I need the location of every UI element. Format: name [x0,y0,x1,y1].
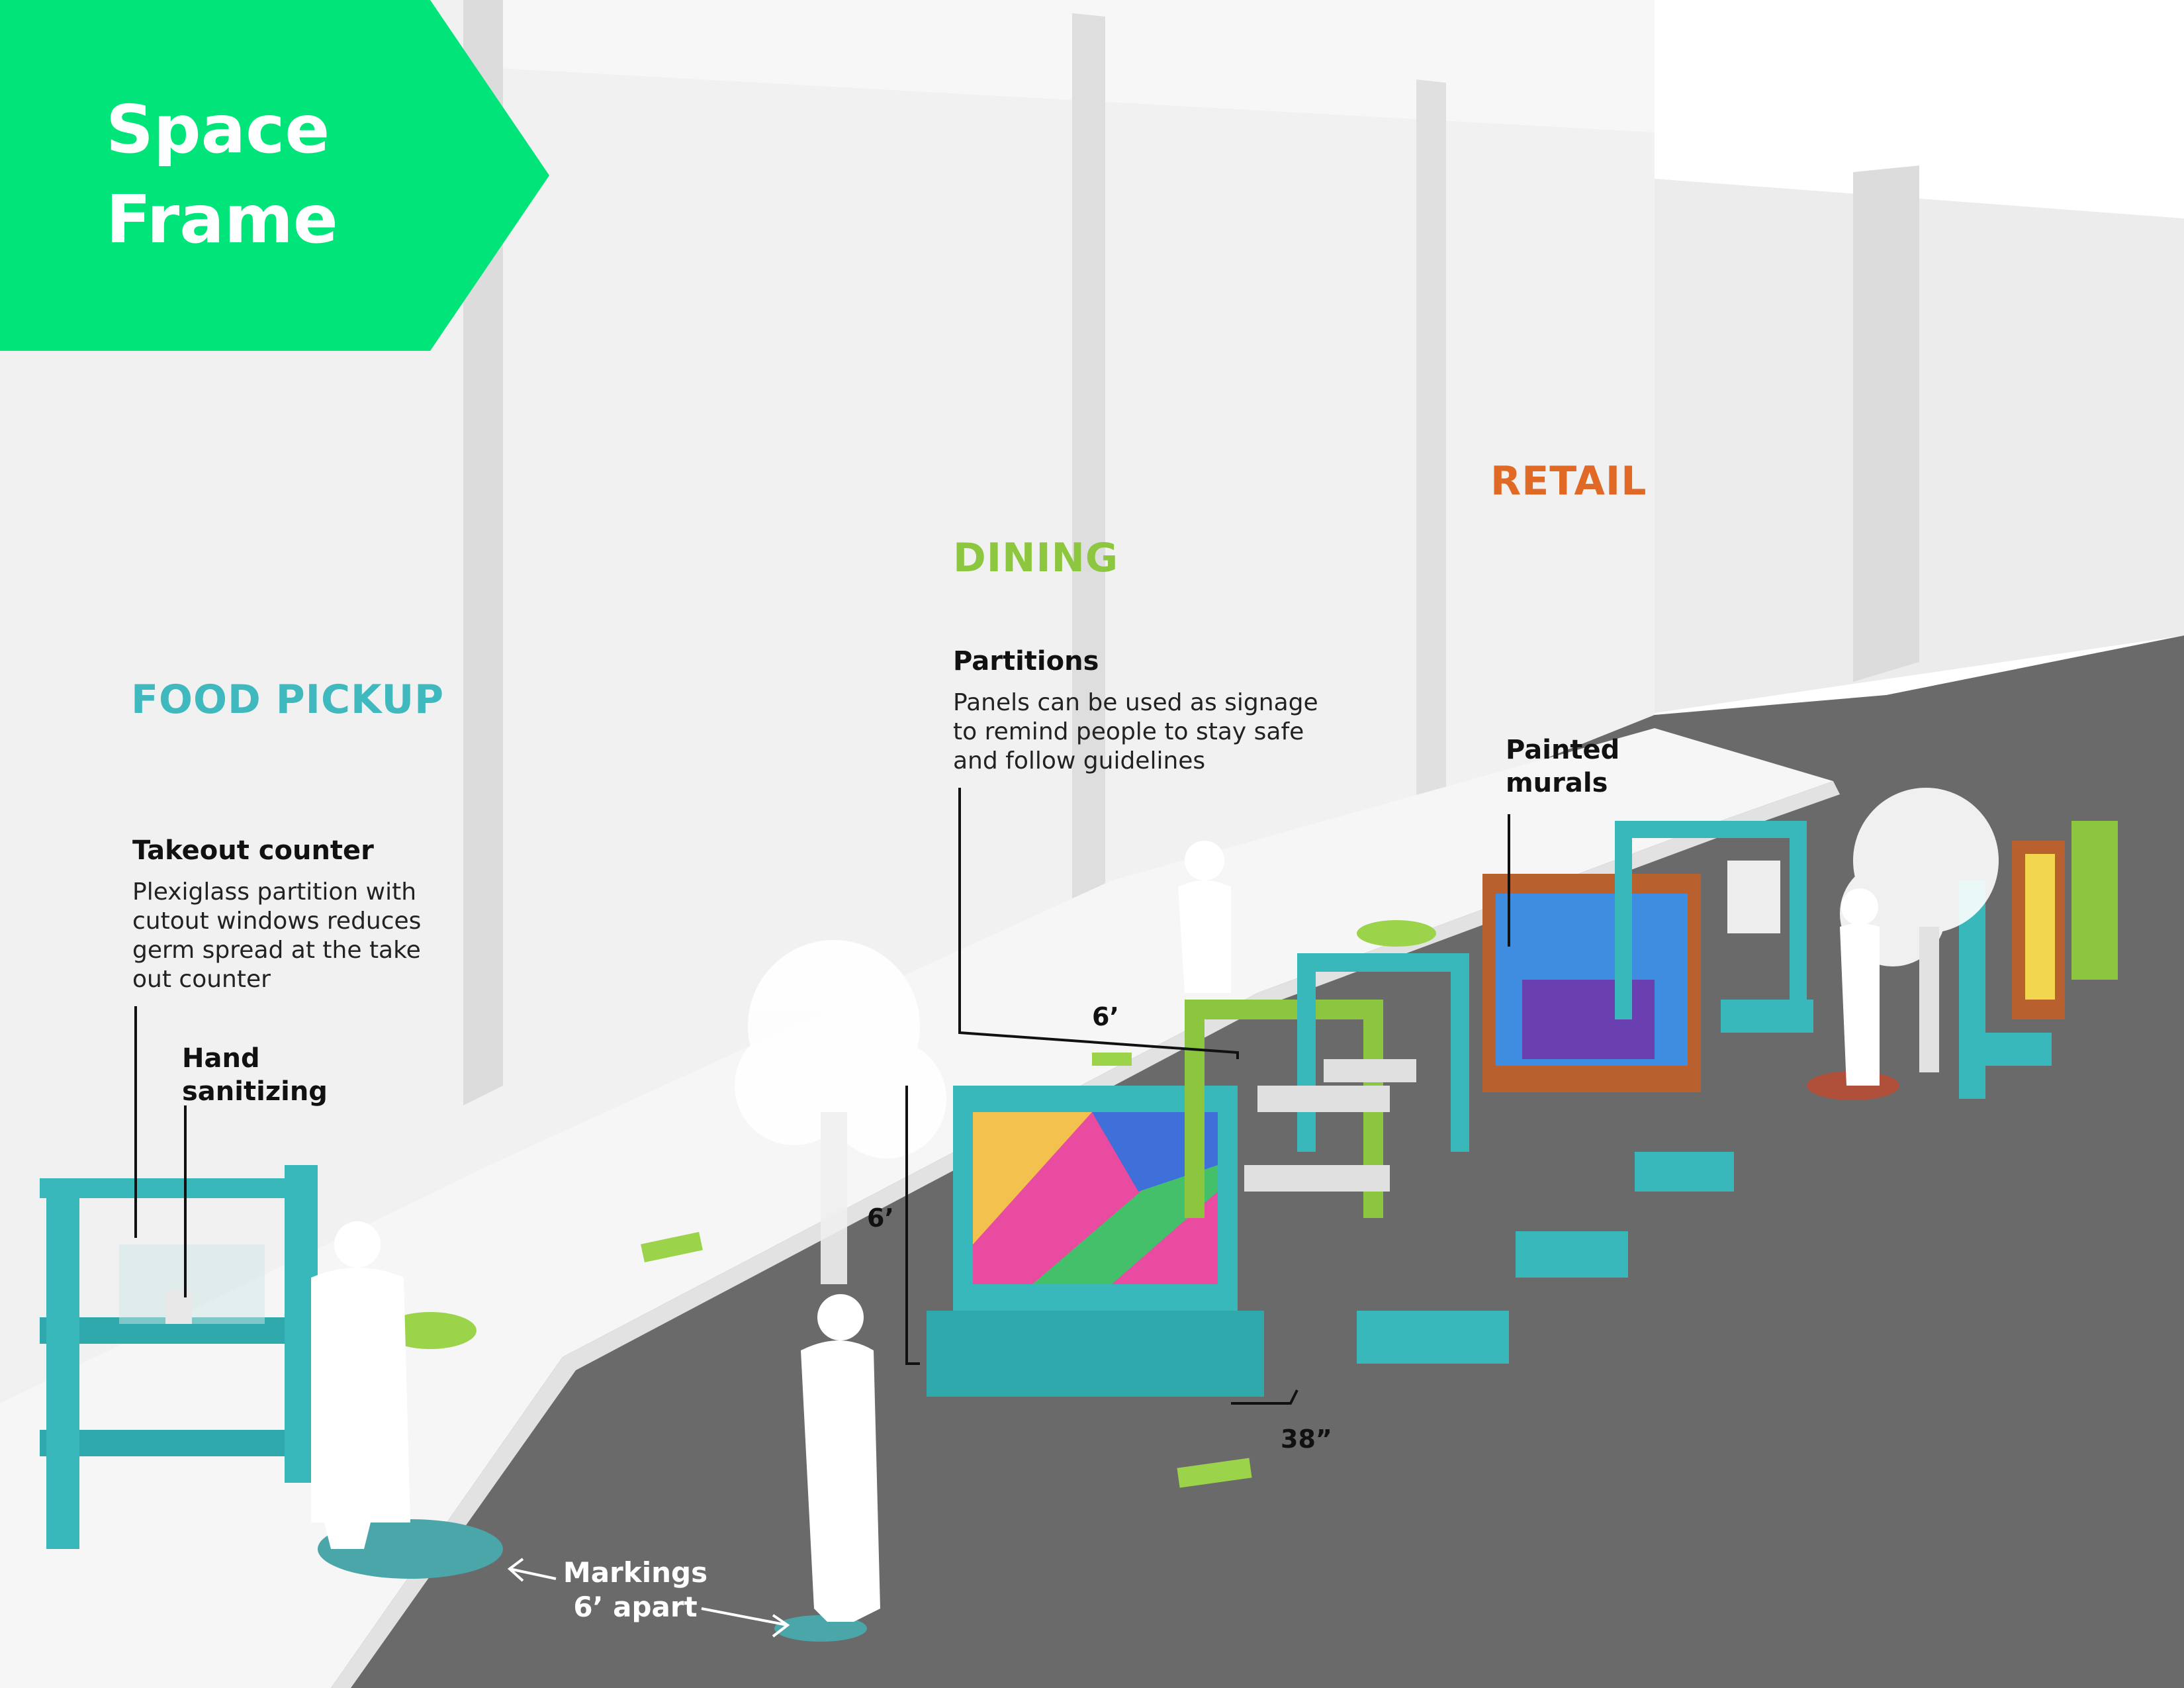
person-silhouette [801,1294,880,1622]
markings-label: Markings 6’ apart [563,1556,708,1623]
retail-mural [1482,874,1701,1092]
planters [1357,1000,2052,1364]
zone-label-retail: RETAIL [1490,458,1647,504]
sidewalk [0,728,1833,1688]
floor-marking [1092,1053,1132,1066]
dimension-depth-label: 38” [1281,1425,1332,1454]
tree [1840,788,1999,1072]
floor-marking [641,1231,703,1263]
floor-marking [384,1312,477,1349]
takeout-counter-description: Plexiglass partition with cutout windows… [132,878,422,993]
markings-arrows [507,1558,790,1638]
floor-marking [1357,920,1436,947]
floor-marking [1177,1458,1252,1488]
zone-label-dining: DINING [953,535,1119,581]
clothing-rack [1615,821,1807,1019]
building-far-divider [1853,165,1919,682]
tree [735,940,946,1284]
page-title: Space Frame [106,91,338,258]
partitions-heading: Partitions [953,646,1099,677]
title-banner [0,0,549,351]
painted-murals-label: Painted murals [1506,735,1620,798]
dimension-lines [134,788,1510,1405]
person-silhouette [311,1221,410,1549]
takeout-counter [40,1165,318,1549]
dining-tables [1244,1059,1416,1192]
partitions-description: Panels can be used as signage to remind … [953,689,1318,774]
retail-panels [1959,821,2118,1099]
hand-sanitizing-label: Hand sanitizing [182,1043,328,1107]
dining-frame-teal [1297,953,1469,1152]
building-upper-wall [463,0,1655,132]
zone-label-food-pickup: FOOD PICKUP [131,677,445,723]
dimension-width-label: 6’ [1092,1002,1119,1031]
person-silhouette [1178,841,1231,993]
pilaster [1072,13,1105,973]
takeout-counter-heading: Takeout counter [132,835,374,866]
building-main-wall [0,0,1655,1509]
pilaster [1416,79,1446,884]
dining-partition [927,1086,1264,1397]
dimension-height-label: 6’ [867,1203,894,1233]
